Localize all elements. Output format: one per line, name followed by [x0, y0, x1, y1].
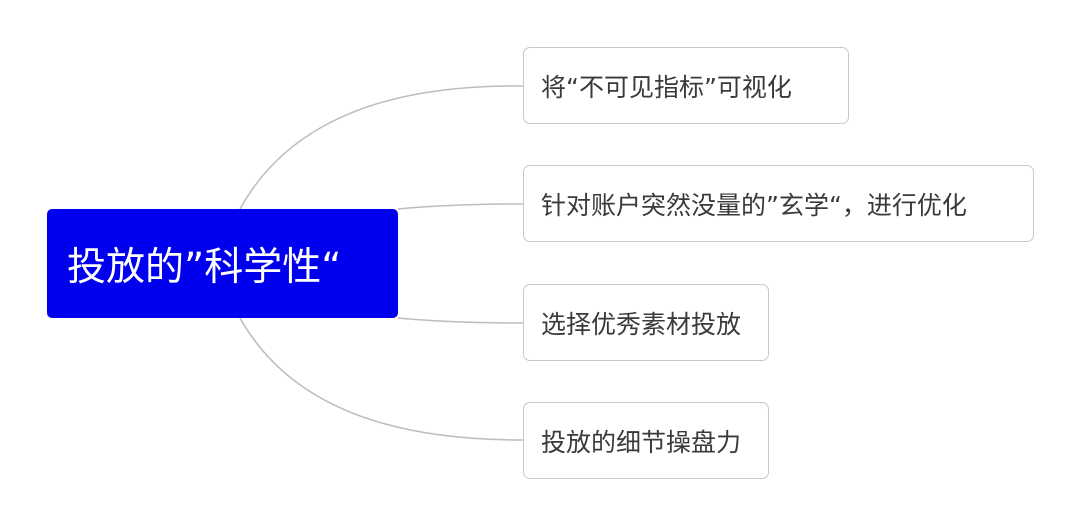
connector-branch-2 [397, 203, 524, 210]
connector-branch-3 [397, 317, 524, 324]
connector-branch-1 [239, 85, 524, 210]
branch-node-4[interactable]: 投放的细节操盘力 [523, 402, 769, 479]
branch-node-3[interactable]: 选择优秀素材投放 [523, 284, 769, 361]
branch-node-2[interactable]: 针对账户突然没量的”玄学“，进行优化 [523, 165, 1034, 242]
root-topic-node[interactable]: 投放的”科学性“ [47, 209, 398, 318]
root-topic-label: 投放的”科学性“ [67, 244, 342, 290]
connector-branch-4 [239, 317, 524, 441]
branch-node-1[interactable]: 将“不可见指标”可视化 [523, 47, 849, 124]
branch-label-3: 选择优秀素材投放 [541, 309, 742, 339]
branch-label-4: 投放的细节操盘力 [541, 427, 742, 457]
branch-label-2: 针对账户突然没量的”玄学“，进行优化 [541, 190, 967, 220]
branch-label-1: 将“不可见指标”可视化 [541, 72, 792, 102]
